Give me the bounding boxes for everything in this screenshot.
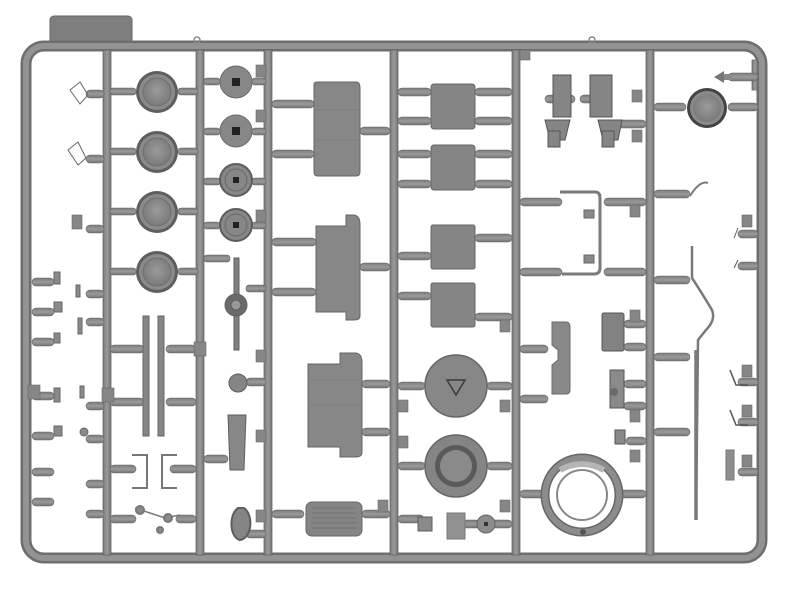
tiny-left-parts bbox=[53, 81, 89, 437]
hub-disc bbox=[219, 208, 253, 242]
wheel-part bbox=[136, 131, 178, 173]
engine-block-parts bbox=[544, 74, 623, 148]
hub-disc bbox=[219, 65, 253, 99]
wheel-parts bbox=[136, 71, 178, 293]
spare-tire-part bbox=[424, 434, 488, 498]
sprue-frame bbox=[20, 36, 768, 564]
arrow-marker-icon bbox=[714, 71, 732, 83]
triangle-disc-part bbox=[424, 354, 488, 418]
right-edge-parts bbox=[725, 227, 748, 481]
wheel-part bbox=[136, 191, 178, 233]
axle-part bbox=[224, 257, 248, 471]
ring-part bbox=[540, 453, 624, 537]
leaf-spring-parts bbox=[142, 315, 165, 437]
hub-disc-parts bbox=[219, 65, 253, 242]
hub-disc bbox=[219, 114, 253, 148]
hub-disc bbox=[219, 163, 253, 197]
wheel-part bbox=[136, 251, 178, 293]
pipe-assembly-part bbox=[560, 181, 709, 276]
square-panels bbox=[430, 83, 476, 328]
headlight-part bbox=[687, 88, 727, 128]
small-bracket-parts bbox=[132, 454, 252, 542]
vertical-runners bbox=[102, 49, 759, 556]
hood-panels bbox=[307, 81, 363, 458]
long-rod-part bbox=[690, 246, 715, 521]
radiator-part bbox=[305, 501, 496, 540]
bracket-rail-part bbox=[551, 312, 626, 445]
wheel-part bbox=[136, 71, 178, 113]
ejector-tabs bbox=[27, 49, 753, 523]
